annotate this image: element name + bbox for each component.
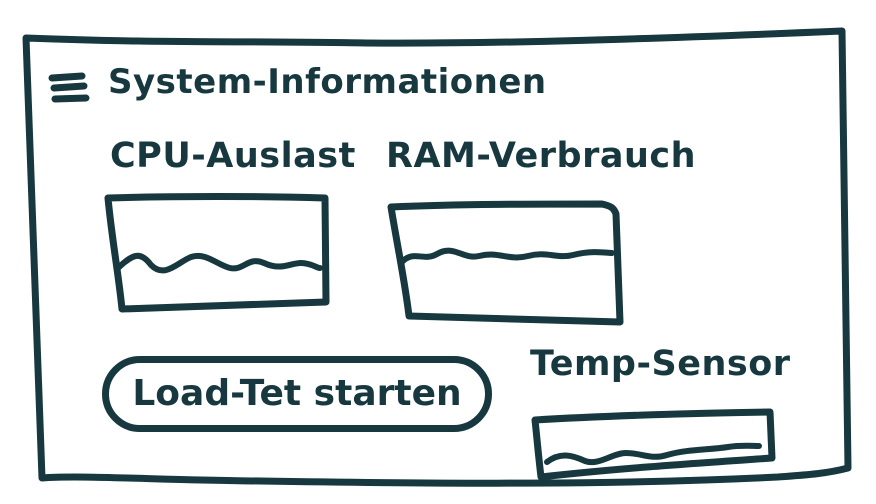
load-test-start-button[interactable]: Load-Tet starten <box>102 356 492 432</box>
cpu-usage-wave <box>115 252 323 274</box>
outer-window-frame <box>22 27 852 487</box>
cpu-chart-frame <box>104 193 330 313</box>
cpu-usage-label: CPU-Auslast <box>110 136 356 176</box>
ram-usage-chart <box>387 200 624 326</box>
temperature-chart-frame <box>531 408 776 481</box>
ram-usage-wave <box>398 247 615 266</box>
temperature-sensor-chart <box>531 408 776 481</box>
menu-button[interactable] <box>48 64 90 106</box>
temperature-sensor-wave <box>544 442 762 466</box>
hamburger-menu-icon[interactable] <box>48 72 90 103</box>
page-title: System-Informationen <box>108 62 547 102</box>
ram-chart-frame <box>387 200 624 326</box>
ram-usage-label: RAM-Verbrauch <box>386 136 697 176</box>
temperature-sensor-label: Temp-Sensor <box>530 344 791 384</box>
cpu-usage-chart <box>104 193 330 313</box>
